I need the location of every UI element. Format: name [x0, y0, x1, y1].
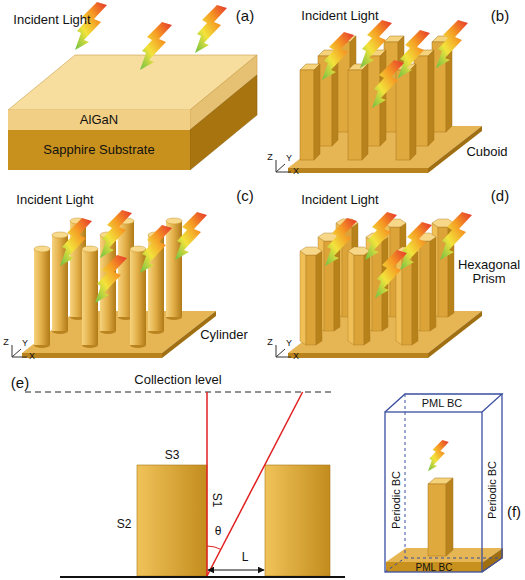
light-bolt — [440, 212, 472, 260]
axis-label: X — [293, 167, 299, 177]
hidden-box-edge — [405, 558, 502, 559]
hidden-box-edge — [385, 558, 405, 572]
base-plate-edge — [288, 168, 428, 173]
hexagonal-pillar — [348, 247, 370, 345]
axis-label: Z — [3, 338, 9, 348]
cuboid-pillar — [446, 478, 453, 556]
panel-letter: (e) — [11, 375, 29, 392]
shape-name: Cylinder — [200, 328, 248, 342]
cylinder-pillar — [130, 246, 146, 348]
axis-label: Y — [286, 154, 292, 164]
axis-label: Z — [267, 153, 273, 163]
cuboid-pillar — [300, 64, 320, 160]
incident-light-label: Incident Light — [301, 193, 378, 207]
base-plate-edge — [288, 353, 428, 358]
layer-label: Sapphire Substrate — [43, 143, 154, 157]
shape-name: Hexagonal Prism — [454, 258, 524, 287]
ray-vertical — [206, 392, 208, 576]
substrate-side-face — [190, 75, 257, 170]
light-bolt — [365, 212, 397, 260]
cuboid-pillar — [348, 64, 368, 160]
light-bolt — [436, 20, 468, 68]
light-bolt — [400, 222, 432, 270]
axis-line — [276, 160, 277, 172]
light-bolt — [100, 210, 132, 258]
surface-label: S3 — [165, 449, 180, 462]
dimension-label: L — [242, 551, 249, 564]
ground-line — [60, 576, 345, 578]
simulation-box — [482, 394, 502, 572]
cylinder-pillar — [166, 218, 182, 320]
surface-label: S1 — [209, 493, 222, 508]
incident-light-label: Incident Light — [13, 13, 90, 27]
axis-label: Z — [267, 338, 273, 348]
level-label: Collection level — [134, 373, 221, 387]
light-bolt — [372, 60, 404, 108]
boundary-label: Periodic BC — [390, 471, 402, 529]
hidden-box-edge — [405, 394, 406, 558]
panel-letter: (a) — [236, 8, 254, 25]
hexagonal-pillar — [300, 247, 322, 345]
angle-label: θ — [215, 525, 222, 538]
light-bolt — [140, 225, 172, 273]
light-bolt — [140, 22, 172, 70]
light-bolt — [375, 250, 407, 298]
shape-name: Cuboid — [466, 145, 507, 159]
axis-line — [12, 345, 13, 357]
pillar-section — [137, 465, 207, 576]
axis-line — [276, 349, 285, 357]
cuboid-pillar — [396, 64, 416, 160]
simulation-box — [385, 412, 482, 572]
light-bolt — [428, 440, 449, 471]
dimension-arrow — [208, 570, 264, 571]
axis-label: Y — [286, 339, 292, 349]
panel-letter: (b) — [491, 8, 509, 25]
ray-diagonal — [207, 392, 303, 576]
axis-line — [276, 164, 285, 172]
axis-line — [12, 357, 27, 358]
light-bolt — [325, 218, 357, 266]
cylinder-pillar — [82, 246, 98, 348]
axis-line — [276, 345, 277, 357]
collection-level-line — [25, 391, 335, 392]
light-bolt — [60, 218, 92, 266]
base-slab — [386, 562, 483, 572]
cuboid-pillar — [414, 50, 434, 146]
boundary-label: Periodic BC — [486, 461, 498, 519]
angle-arc — [207, 546, 221, 549]
boundary-label: PML BC — [416, 562, 453, 573]
panel-letter: (d) — [491, 188, 509, 205]
surface-label: S2 — [117, 518, 132, 531]
light-bolt — [175, 212, 207, 260]
axis-line — [12, 349, 21, 357]
substrate-layer: Sapphire Substrate — [8, 130, 190, 170]
simulation-box — [385, 394, 502, 412]
axis-label: Y — [22, 339, 28, 349]
axis-line — [276, 172, 291, 173]
incident-light-label: Incident Light — [301, 9, 378, 23]
axis-line — [276, 357, 291, 358]
cuboid-pillar — [428, 484, 446, 556]
light-bolt — [398, 30, 430, 78]
panel-letter: (f) — [507, 504, 521, 521]
layer-label: AlGaN — [80, 113, 118, 127]
light-bolt — [322, 32, 354, 80]
light-bolt — [95, 255, 127, 303]
cylinder-pillar — [34, 246, 50, 348]
incident-light-label: Incident Light — [16, 193, 93, 207]
pillar-section — [265, 465, 330, 576]
axis-label: X — [293, 352, 299, 362]
base-plate-edge — [22, 353, 162, 358]
algan-layer: AlGaN — [8, 110, 190, 130]
axis-label: X — [29, 352, 35, 362]
light-bolt — [195, 5, 227, 53]
panel-letter: (c) — [236, 188, 254, 205]
boundary-label: PML BC — [422, 397, 463, 409]
light-bolt — [360, 20, 392, 68]
